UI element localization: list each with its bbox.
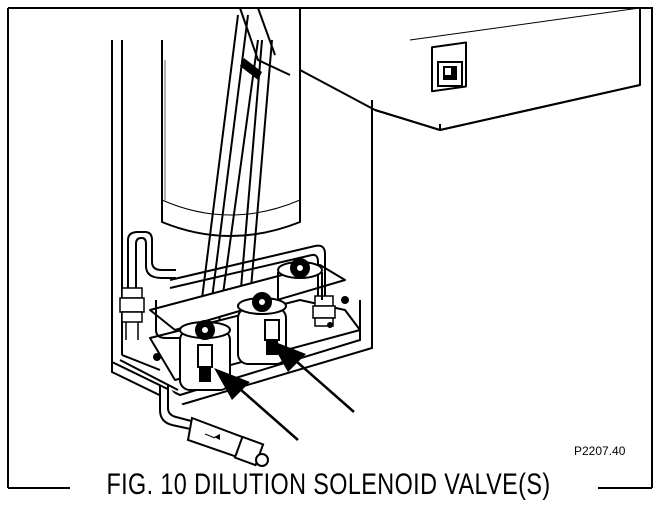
controller-box xyxy=(299,7,641,131)
right-fitting xyxy=(312,295,336,327)
solenoid-valve-1 xyxy=(179,320,231,391)
figure-caption: FIG. 10 DILUTION SOLENOID VALVE(S) xyxy=(72,462,584,508)
figure-frame xyxy=(7,7,653,489)
pointer-arrow-2 xyxy=(270,340,355,413)
figure-caption-text: FIG. 10 DILUTION SOLENOID VALVE(S) xyxy=(101,468,556,501)
drain-assembly xyxy=(159,385,269,467)
part-number: P2207.40 xyxy=(574,444,626,458)
tank xyxy=(161,40,301,237)
left-tube-loop xyxy=(127,231,176,290)
plate-bolts xyxy=(153,296,349,361)
pointer-arrow-1 xyxy=(214,368,299,441)
header-tube xyxy=(155,244,326,339)
solenoid-valve-2 xyxy=(237,292,287,365)
solenoid-valve-3 xyxy=(277,258,323,300)
tube-clamp xyxy=(240,58,262,80)
left-fitting xyxy=(119,287,145,340)
power-switch-icon xyxy=(437,61,463,87)
